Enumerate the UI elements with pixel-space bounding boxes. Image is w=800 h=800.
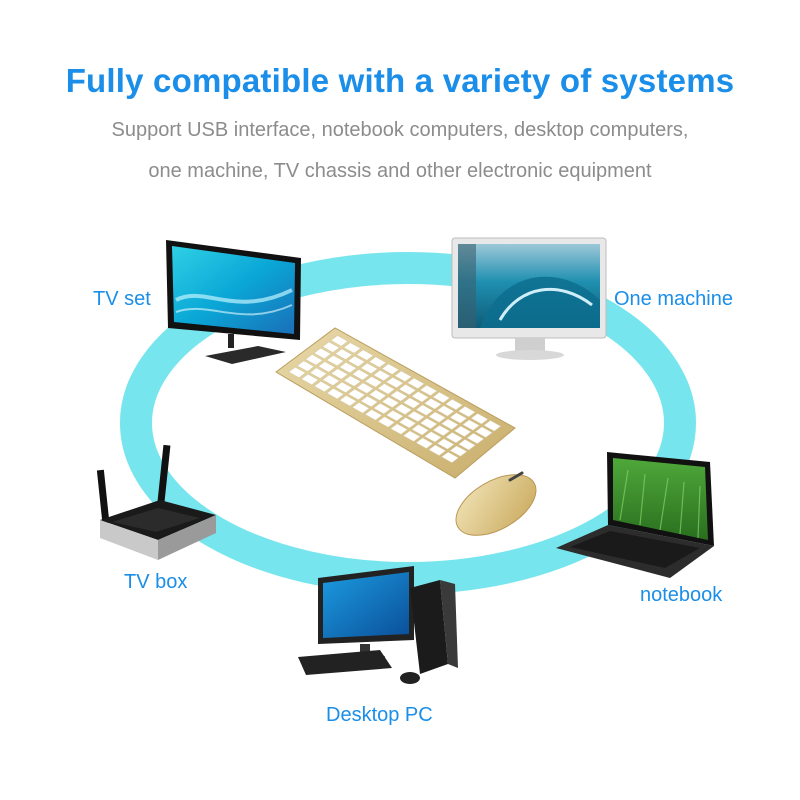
keyboard-key [313, 380, 332, 393]
subtitle-line-1: Support USB interface, notebook computer… [111, 119, 689, 141]
page-title: Fully compatible with a variety of syste… [65, 62, 735, 99]
keyboard-key [334, 381, 353, 394]
keyboard-key [351, 402, 370, 414]
keyboard-key [304, 354, 324, 366]
keyboard-key [385, 409, 404, 422]
keyboard-key [457, 439, 476, 451]
keyboard-key [474, 426, 493, 438]
keyboard-key [389, 390, 408, 402]
keyboard-key [470, 413, 489, 425]
keyboard-key [483, 420, 502, 432]
keyboard-key [364, 376, 383, 388]
keyboard-key [436, 405, 455, 417]
all-in-one-computer-icon [451, 237, 607, 360]
keyboard-key [355, 349, 374, 361]
keyboard-icon [275, 327, 516, 479]
keyboard-key [428, 444, 447, 456]
keyboard-key [411, 424, 430, 436]
keyboard-key [377, 383, 396, 395]
tv-box-icon [96, 444, 216, 560]
keyboard-key [330, 368, 349, 380]
mouse-icon [455, 471, 537, 536]
keyboard-key [330, 335, 349, 347]
tv-set-icon [166, 240, 301, 364]
keyboard-key [360, 395, 379, 408]
label-tv-box: TV box [124, 571, 188, 593]
keyboard-key [381, 363, 400, 375]
keyboard-key [449, 412, 468, 424]
keyboard-key [419, 384, 438, 397]
label-desktop-pc: Desktop PC [326, 704, 433, 726]
keyboard-key [445, 431, 464, 444]
keyboard-key [300, 373, 319, 386]
keyboard-key [398, 383, 417, 396]
keyboard-key [326, 387, 345, 400]
keyboard-key [453, 425, 472, 438]
keyboard-key [449, 445, 468, 457]
keyboard-key [406, 377, 425, 390]
keyboard-key [394, 370, 413, 382]
keyboard-key [313, 347, 332, 360]
keyboard-key [444, 398, 464, 411]
keyboard-key [462, 419, 481, 431]
keyboard-key [338, 361, 358, 374]
keyboard-key [432, 391, 451, 404]
keyboard-key [360, 362, 379, 375]
keyboard-key [394, 403, 413, 416]
keyboard-key [351, 369, 370, 381]
keyboard-key [432, 424, 451, 437]
keyboard-key [406, 410, 426, 423]
keyboard-key [385, 376, 404, 389]
keyboard-key [364, 409, 383, 421]
keyboard-key [326, 354, 345, 367]
keyboard-key [347, 355, 366, 368]
keyboard-key [368, 389, 387, 401]
keyboard-key [419, 417, 438, 430]
keyboard-key [288, 366, 307, 379]
keyboard-key [347, 388, 366, 401]
keyboard-key [440, 451, 460, 464]
keyboard-key [428, 411, 447, 423]
keyboard-key [339, 395, 358, 407]
keyboard-key [381, 396, 400, 408]
keyboard-key [321, 341, 341, 353]
keyboard-key [317, 361, 336, 373]
label-one-machine: One machine [614, 288, 733, 310]
keyboard-key [415, 437, 434, 449]
keyboard-key [436, 438, 455, 450]
subtitle-line-2: one machine, TV chassis and other electr… [148, 160, 652, 182]
keyboard-key [457, 405, 476, 418]
label-notebook: notebook [640, 584, 723, 606]
desktop-pc-icon [298, 566, 458, 684]
keyboard-key [466, 432, 485, 445]
keyboard-key [321, 374, 341, 386]
keyboard-key [402, 430, 421, 442]
keyboard-key [377, 416, 396, 428]
keyboard-key [343, 375, 362, 387]
keyboard-key [423, 398, 442, 410]
keyboard-key [402, 397, 421, 409]
keyboard-key [372, 402, 392, 415]
keyboard-key [309, 367, 328, 379]
keyboard-key [411, 391, 430, 403]
keyboard-key [423, 431, 443, 443]
keyboard-key [372, 369, 391, 382]
keyboard-key [334, 348, 353, 360]
laptop-icon [556, 452, 714, 578]
label-tv-set: TV set [93, 288, 151, 310]
keyboard-key [389, 423, 409, 435]
keyboard-key [440, 418, 459, 430]
keyboard-key [398, 417, 417, 429]
keyboard-key [415, 404, 434, 416]
keyboard-key [296, 360, 315, 372]
keyboard-key [355, 382, 375, 394]
keyboard-key [343, 342, 362, 354]
keyboard-key [368, 356, 387, 368]
